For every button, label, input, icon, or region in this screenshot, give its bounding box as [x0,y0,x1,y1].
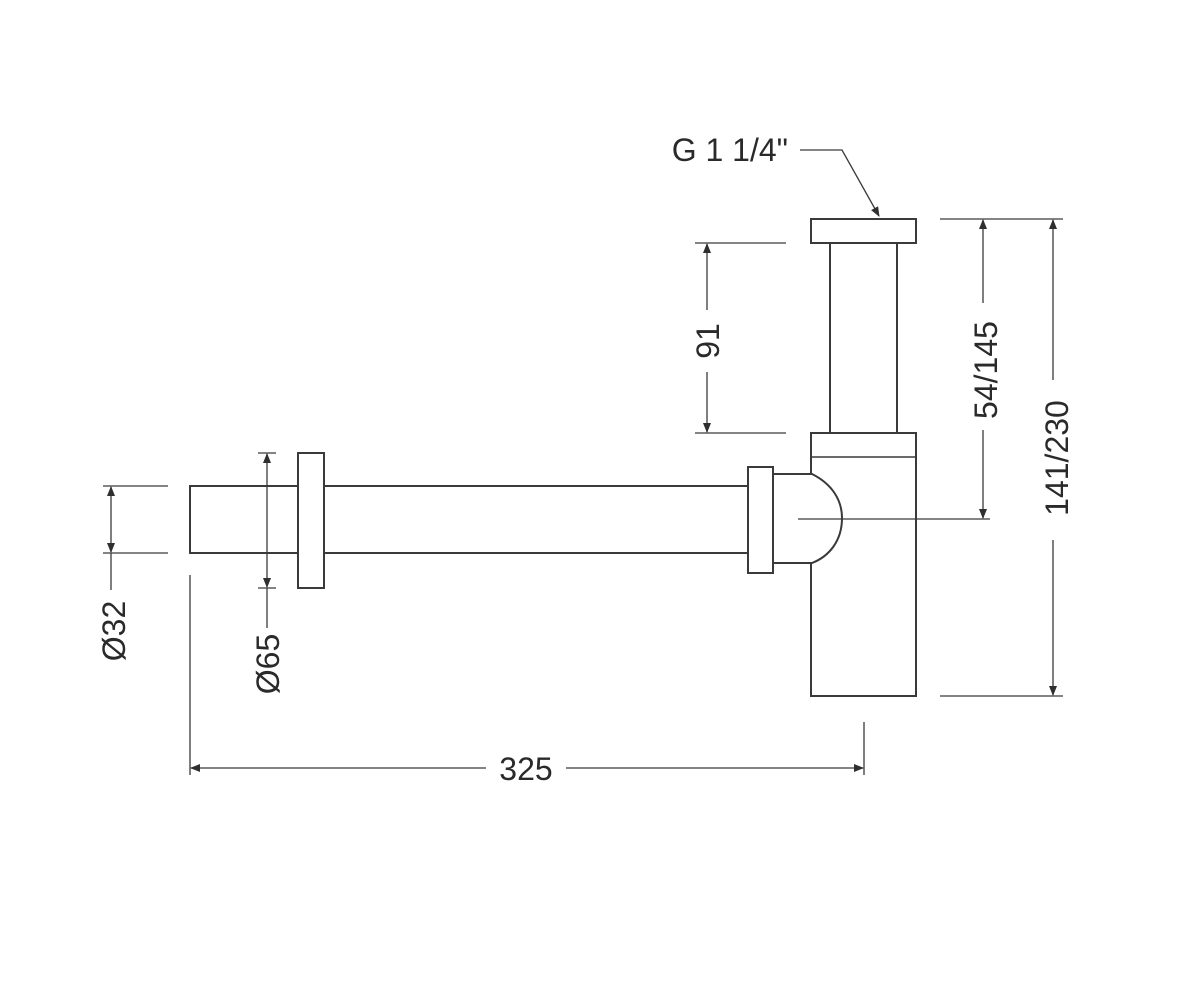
flange-diameter-label: Ø65 [250,634,286,694]
trap-body [189,218,917,697]
dimension-length: 325 [189,575,865,787]
total-height-label: 141/230 [1039,400,1075,516]
length-label: 325 [499,751,552,787]
outlet-diameter-label: Ø32 [96,601,132,661]
dimension-flange-diameter: Ø65 [250,452,286,694]
dimension-outlet-height: 54/145 [798,219,1004,520]
thread-callout: G 1 1/4" [672,132,880,217]
top-nut [810,218,917,244]
thread-label: G 1 1/4" [672,132,788,168]
wall-flange [297,452,325,589]
tube-height-label: 91 [690,323,726,359]
inlet-tube [829,242,898,434]
dimension-outlet-diameter: Ø32 [96,485,168,661]
dimension-tube-height: 91 [690,242,786,434]
bottle-body [810,432,917,697]
outlet-nut [747,466,774,574]
outlet-pipe [189,485,749,554]
outlet-height-label: 54/145 [968,321,1004,419]
dimension-total-height: 141/230 [940,218,1075,697]
